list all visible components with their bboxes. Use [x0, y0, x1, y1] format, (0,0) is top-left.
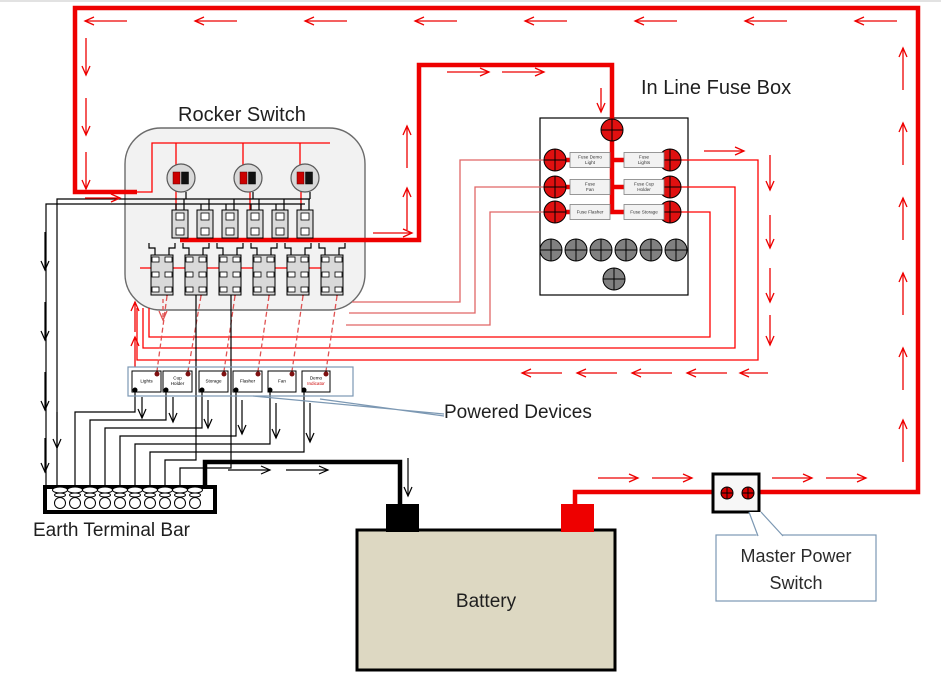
powered-devices-callout-lines	[252, 395, 445, 417]
powered-devices-label: Powered Devices	[444, 402, 592, 423]
fuse-label-flasher: Fuse Flasher	[569, 204, 611, 220]
battery-label: Battery	[455, 591, 517, 612]
battery-body	[355, 528, 617, 672]
rocker-switches	[166, 163, 320, 193]
fuse-input-wires-left	[346, 159, 544, 326]
rocker-switch-1	[166, 163, 196, 193]
svg-text:Fan: Fan	[278, 379, 286, 384]
svg-text:Fuse Storage: Fuse Storage	[630, 210, 658, 215]
svg-text:Flasher: Flasher	[240, 379, 256, 384]
master-power-callout	[715, 511, 877, 602]
black-flow-arrows	[40, 232, 413, 498]
master-power-switch-label: Master Power Switch	[716, 543, 876, 597]
callout-pointer	[749, 512, 783, 536]
svg-text:Fuse Flasher: Fuse Flasher	[577, 210, 604, 215]
earth-to-battery-wire	[202, 459, 403, 506]
svg-text:Storage: Storage	[205, 379, 222, 384]
master-power-switch-label-line2: Switch	[769, 573, 823, 593]
master-power-switch-label-line1: Master Power	[740, 546, 852, 566]
battery-negative-terminal	[386, 504, 419, 532]
rocker-switch-2	[233, 163, 263, 193]
master-power-switch	[711, 472, 761, 514]
earth-terminal-bar-label: Earth Terminal Bar	[33, 520, 190, 541]
device-storage: Storage	[198, 370, 229, 393]
device-lights: Lights	[131, 370, 162, 393]
fuse-box-title: In Line Fuse Box	[641, 77, 792, 99]
rocker-switch-3	[290, 163, 320, 193]
earth-terminal-bar	[43, 485, 217, 514]
powered-devices-container	[127, 366, 354, 397]
fuse-label-storage: Fuse Storage	[623, 204, 665, 220]
device-fan: Fan	[267, 370, 297, 393]
red-flow-arrows	[81, 16, 908, 483]
rocker-switch-title: Rocker Switch	[178, 104, 306, 126]
device-flasher: Flasher	[232, 370, 263, 393]
battery-positive-terminal	[561, 504, 594, 532]
svg-text:Lights: Lights	[140, 379, 153, 384]
